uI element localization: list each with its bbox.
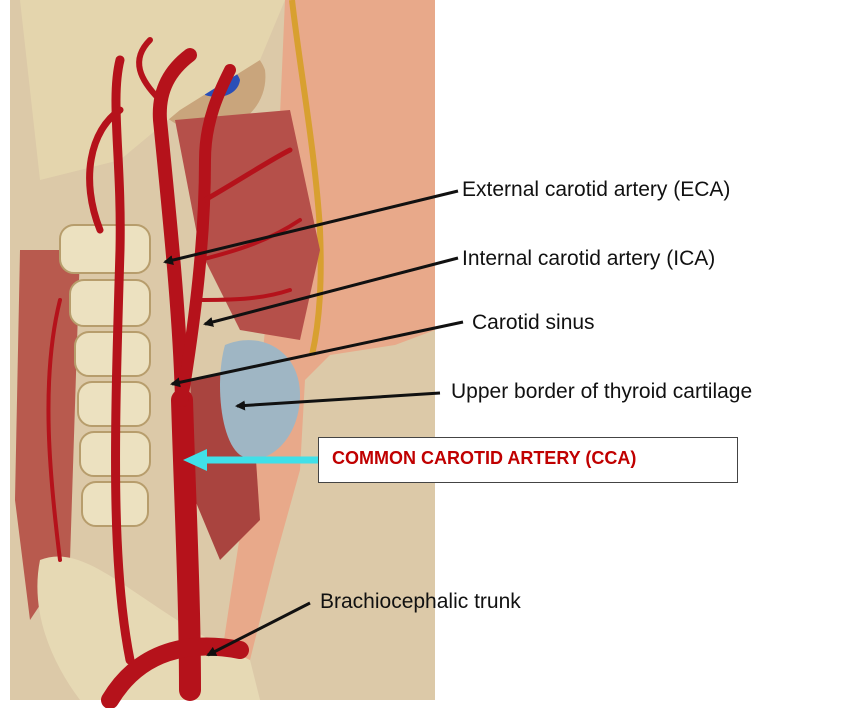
label-carotid-sinus: Carotid sinus — [472, 311, 595, 335]
label-ica: Internal carotid artery (ICA) — [462, 247, 715, 271]
label-cca: COMMON CAROTID ARTERY (CCA) — [332, 448, 636, 469]
label-brachiocephalic-trunk: Brachiocephalic trunk — [320, 590, 521, 614]
label-thyroid-cartilage: Upper border of thyroid cartilage — [451, 380, 752, 404]
label-eca: External carotid artery (ECA) — [462, 178, 730, 202]
